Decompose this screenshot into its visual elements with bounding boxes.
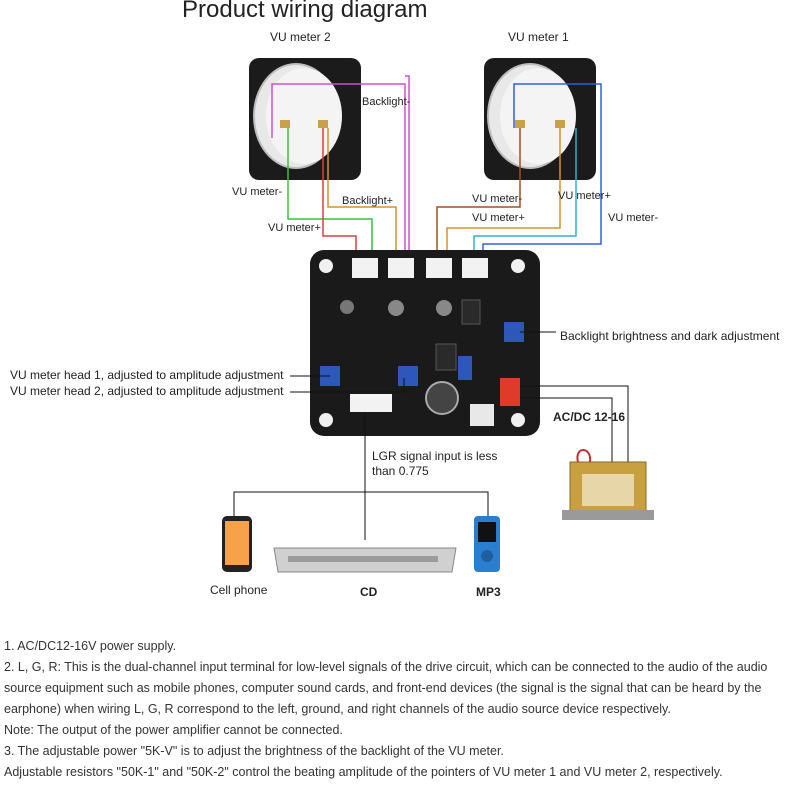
label-mp3: MP3 <box>476 585 501 599</box>
cd-player <box>273 547 457 573</box>
diagram-title: Product wiring diagram <box>182 0 428 23</box>
wire-orange-right <box>446 128 561 256</box>
label-signal-1: LGR signal input is less <box>372 449 498 463</box>
vu-meter-1-title: VU meter 1 <box>508 30 569 44</box>
label-head1: VU meter head 1, adjusted to amplitude a… <box>10 368 284 382</box>
note-1: 1. AC/DC12-16V power supply. <box>4 639 177 653</box>
label-vu-minus-right-outer: VU meter- <box>608 212 659 224</box>
transformer <box>562 449 654 520</box>
wire-backlight-minus-left <box>271 83 406 256</box>
vu-meter-1 <box>484 58 596 180</box>
notes: 1. AC/DC12-16V power supply. 2. L, G, R:… <box>4 636 800 783</box>
line-power-2 <box>520 397 613 462</box>
wire-brown-right <box>436 128 521 256</box>
line-head2 <box>290 378 405 393</box>
label-signal-2: than 0.775 <box>372 464 429 478</box>
vu-meter-2-title: VU meter 2 <box>270 30 331 44</box>
note-4: 3. The adjustable power "5K-V" is to adj… <box>4 744 504 758</box>
label-cd: CD <box>360 585 378 599</box>
label-vu-minus-left: VU meter- <box>232 186 283 198</box>
label-vu-plus-right-outer: VU meter+ <box>558 190 611 202</box>
line-devices <box>233 491 489 516</box>
label-cell-phone: Cell phone <box>210 583 268 597</box>
note-3: Note: The output of the power amplifier … <box>4 723 343 737</box>
line-power <box>520 385 629 462</box>
wire-vu-plus-left <box>322 128 357 256</box>
cell-phone <box>222 516 252 572</box>
label-head2: VU meter head 2, adjusted to amplitude a… <box>10 384 284 398</box>
mp3-player <box>474 516 500 572</box>
label-backlight-adjust: Backlight brightness and dark adjustment <box>560 329 780 343</box>
label-backlight-minus: Backlight- <box>362 96 411 108</box>
wire-backlight-plus-left <box>327 128 397 256</box>
wiring-diagram <box>222 58 654 573</box>
note-5: Adjustable resistors "50K-1" and "50K-2"… <box>4 765 723 779</box>
wire-pink-2 <box>405 75 410 256</box>
wire-vu-minus-left <box>287 128 373 256</box>
wire-cyan-right <box>473 128 577 256</box>
note-2: 2. L, G, R: This is the dual-channel inp… <box>4 660 768 716</box>
driver-board <box>310 250 540 436</box>
wire-blue-right <box>482 83 602 256</box>
vu-meter-2 <box>249 58 361 180</box>
label-vu-minus-right-inner: VU meter- <box>472 193 523 205</box>
label-power-supply: AC/DC 12-16 <box>553 410 626 424</box>
label-vu-plus-right-inner: VU meter+ <box>472 212 525 224</box>
label-backlight-plus-left: Backlight+ <box>342 195 394 207</box>
label-vu-plus-left: VU meter+ <box>268 222 321 234</box>
